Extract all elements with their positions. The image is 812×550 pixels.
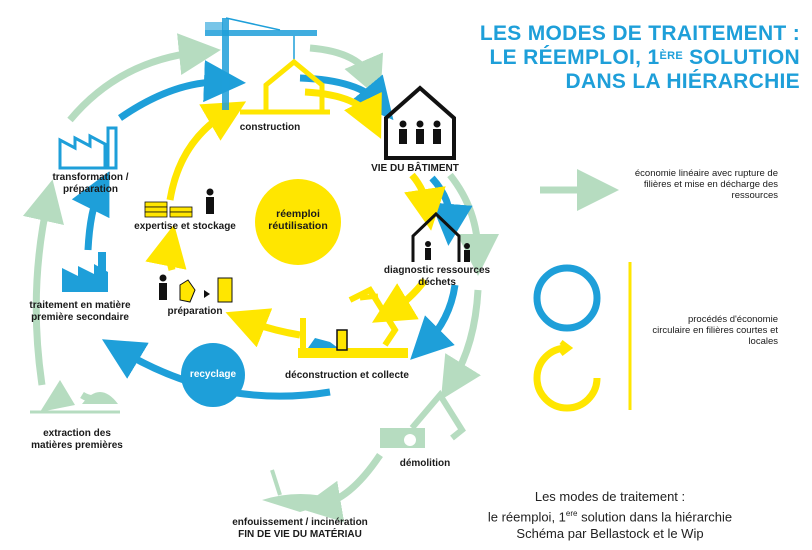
extraction-icon (30, 380, 120, 414)
arrow-blue-right (429, 175, 473, 246)
arrow-yellow-left (145, 224, 187, 271)
legend-blue-circle (533, 264, 601, 332)
title-line-2: LE RÉEMPLOI, 1ÈRE SOLUTION (470, 46, 800, 70)
legend-linear-text: économie linéaire avec rupture de filièr… (634, 168, 778, 201)
label-deconstruction: déconstruction et collecte (285, 370, 409, 381)
caption-line-2-sup: ere (565, 509, 578, 518)
arrow-yellow-bottom (225, 308, 301, 348)
caption-line-2-post: solution dans la hiérarchie (577, 509, 733, 525)
arrow-yellow-top-right (304, 88, 382, 139)
caption-line-2: le réemploi, 1ere solution dans la hiéra… (440, 505, 780, 525)
legend-yellow-circle (533, 344, 601, 412)
arrow-blue-right-lower (410, 284, 459, 360)
landfill-icon (262, 469, 340, 512)
caption-line-3: Schéma par Bellastock et le Wip (516, 526, 704, 542)
reuse-flow-arrows (145, 88, 446, 348)
crane-icon (205, 17, 317, 110)
legend-circular-text: procédés d'économie circulaire en filièr… (652, 314, 778, 347)
arrow-yellow-top-left (166, 101, 247, 201)
label-expertise: expertise et stockage (134, 221, 236, 232)
label-preparation: préparation (167, 306, 223, 317)
diagram-title: LES MODES DE TRAITEMENT : LE RÉEMPLOI, 1… (470, 22, 800, 94)
title-line-2-sup: ÈRE (659, 50, 683, 62)
house-frame-icon (240, 58, 330, 115)
label-transformation: transformation / préparation (52, 172, 129, 195)
arrow-yellow-right-lower (371, 277, 428, 323)
arrow-blue-left (71, 171, 110, 251)
label-vie-batiment: VIE DU BÂTIMENT (371, 163, 459, 174)
material-stacks-icon (144, 188, 214, 218)
title-line-2-post: SOLUTION (682, 46, 800, 69)
arrow-green-top-right (309, 44, 384, 100)
excavator-icon (298, 286, 408, 358)
title-line-3: DANS LA HIÉRARCHIE (565, 70, 800, 93)
factory-traitement-icon (62, 252, 108, 292)
caption-line-2-pre: le réemploi, 1 (487, 509, 566, 525)
arrow-yellow-right (404, 172, 446, 231)
demolition-excavator-icon (380, 389, 466, 448)
label-construction: construction (239, 122, 301, 133)
title-line-2-pre: LE RÉEMPLOI, 1 (489, 46, 660, 69)
recyclage-circle (181, 343, 245, 407)
preparation-icon (159, 274, 233, 303)
diagnostic-house-icon (411, 211, 470, 262)
label-reemploi: réemploi réutilisation (268, 208, 328, 232)
building-house-icon (384, 85, 456, 160)
arrow-blue-top (118, 60, 246, 121)
arrow-green-right (447, 172, 499, 276)
label-traitement: traitement en matière première secondair… (29, 300, 131, 323)
label-recyclage: recyclage (189, 369, 237, 380)
linear-flow-arrows (22, 33, 499, 523)
label-extraction: extraction des matières premières (31, 428, 123, 451)
caption-line-1: Les modes de traitement : (534, 489, 686, 504)
label-demolition: démolition (399, 458, 451, 469)
arrow-green-top (67, 33, 221, 123)
factory-transformation-icon (58, 126, 118, 170)
arrow-green-right-lower (440, 289, 482, 400)
title-line-1: LES MODES DE TRAITEMENT : (479, 22, 800, 45)
reemploi-circle (255, 179, 341, 265)
label-enfouissement-line2: FIN DE VIE DU MATÉRIAU (238, 529, 362, 540)
arrow-green-left (22, 179, 64, 386)
label-diagnostic: diagnostic ressources déchets (383, 265, 491, 288)
label-enfouissement: enfouissement / incinération FIN DE VIE … (225, 517, 375, 541)
figure-caption: Les modes de traitement : le réemploi, 1… (440, 488, 780, 542)
label-enfouissement-line1: enfouissement / incinération (232, 517, 368, 528)
